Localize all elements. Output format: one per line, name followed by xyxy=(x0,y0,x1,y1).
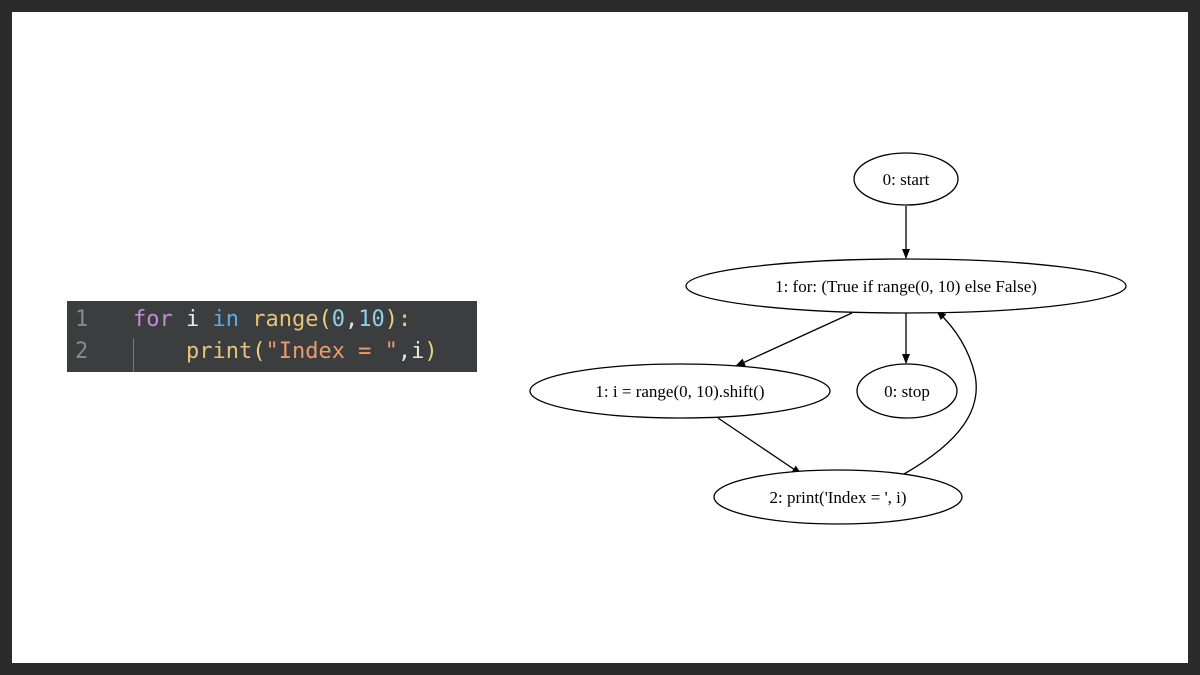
edge-shift-print xyxy=(717,417,802,475)
code-snippet: 1 2 for i in range(0,10): print("Index =… xyxy=(67,301,477,372)
indent-guide xyxy=(133,338,134,372)
code-line-2: print("Index = ",i) xyxy=(185,339,438,364)
node-stop xyxy=(856,363,958,419)
node-for-label: 1: for: (True if range(0, 10) else False… xyxy=(775,277,1037,296)
line-number: 2 xyxy=(75,339,89,364)
edge-for-shift xyxy=(735,312,853,367)
node-print xyxy=(713,469,963,525)
node-shift-label: 1: i = range(0, 10).shift() xyxy=(595,382,764,401)
node-print-label: 2: print('Index = ', i) xyxy=(769,488,906,507)
code-line-1: for i in range(0,10): xyxy=(133,307,412,332)
node-stop-label: 0: stop xyxy=(884,382,930,401)
node-for xyxy=(685,258,1127,314)
node-start-label: 0: start xyxy=(883,170,930,189)
node-shift xyxy=(529,363,831,419)
edge-print-for xyxy=(903,310,977,475)
node-start xyxy=(853,152,959,206)
line-number: 1 xyxy=(75,307,89,332)
